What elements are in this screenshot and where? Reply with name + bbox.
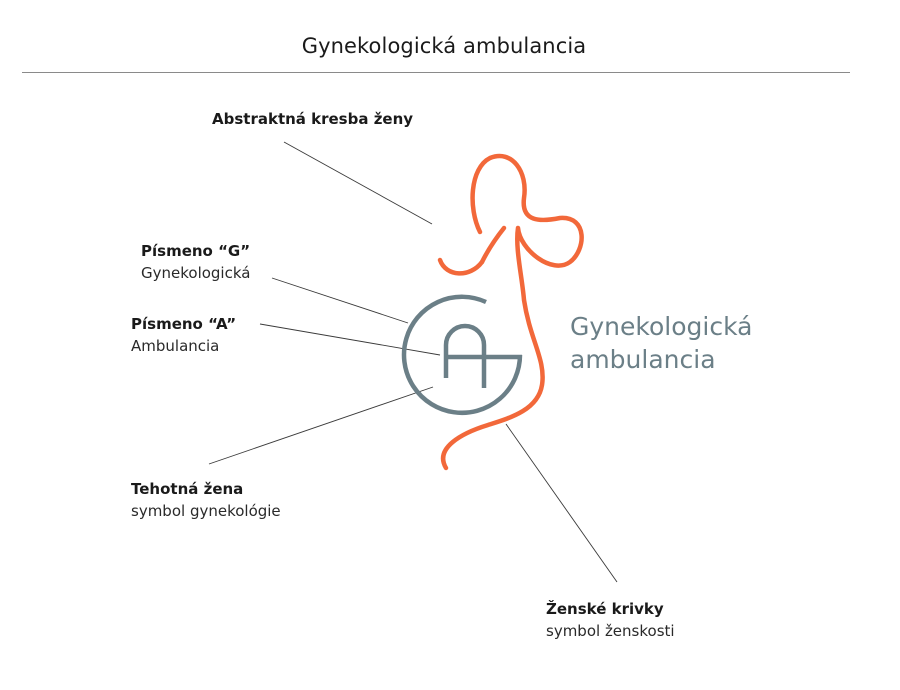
annotation-letter-g-subtitle: Gynekologická <box>141 264 251 282</box>
leader-lines <box>208 141 618 583</box>
annotation-pregnant-woman-subtitle: symbol gynekológie <box>131 502 281 520</box>
annotation-female-curves: Ženské krivky symbol ženskosti <box>546 598 675 642</box>
annotation-letter-a: Písmeno “A” Ambulancia <box>131 313 236 357</box>
annotation-letter-a-subtitle: Ambulancia <box>131 337 220 355</box>
annotation-pregnant-woman: Tehotná žena symbol gynekológie <box>131 478 281 522</box>
woman-breast-curve <box>437 257 485 276</box>
ga-monogram-symbol <box>401 294 523 416</box>
title-divider <box>22 72 850 73</box>
annotation-female-curves-subtitle: symbol ženskosti <box>546 622 675 640</box>
annotation-abstract-drawing: Abstraktná kresba ženy <box>212 108 413 130</box>
leader-line-letter-a <box>259 323 441 356</box>
woman-figure-curve <box>441 153 584 471</box>
brand-wordmark: Gynekologická ambulancia <box>570 310 752 376</box>
woman-shoulder-curve <box>479 225 507 265</box>
leader-line-pregnant-woman <box>208 386 434 465</box>
letter-a-arch <box>443 323 487 388</box>
annotation-letter-a-title: Písmeno “A” <box>131 315 237 333</box>
annotation-pregnant-woman-title: Tehotná žena <box>131 480 244 498</box>
leader-line-female-curves <box>505 423 618 583</box>
annotation-female-curves-title: Ženské krivky <box>546 600 664 618</box>
leader-line-abstract-drawing <box>283 141 433 225</box>
page-title: Gynekologická ambulancia <box>301 34 587 58</box>
brand-line-2: ambulancia <box>570 345 716 374</box>
leader-line-letter-g <box>271 277 409 324</box>
letter-g-arc <box>401 294 523 416</box>
brand-line-1: Gynekologická <box>570 312 753 341</box>
annotation-abstract-drawing-title: Abstraktná kresba ženy <box>212 110 414 128</box>
annotation-letter-g: Písmeno “G” Gynekologická <box>141 240 250 284</box>
annotation-letter-g-title: Písmeno “G” <box>141 242 251 260</box>
